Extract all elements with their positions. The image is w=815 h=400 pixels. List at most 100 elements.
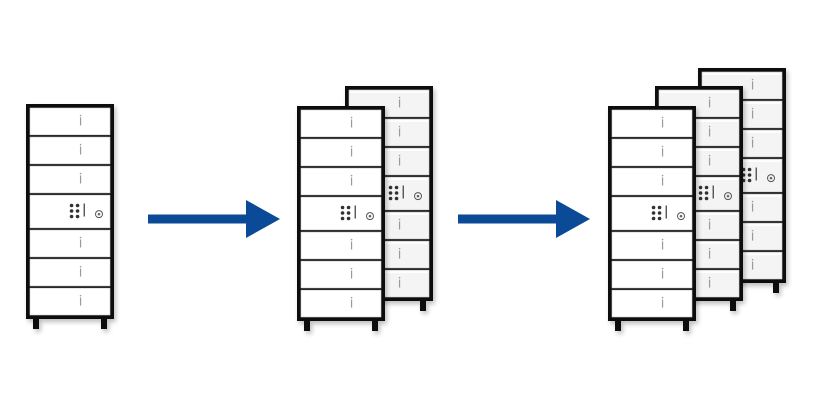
status-led-icon [747, 167, 752, 172]
battery-module [611, 109, 693, 138]
control-module [611, 196, 693, 231]
module-handle-icon [708, 250, 711, 259]
module-handle-icon [751, 139, 754, 148]
handle-icon [402, 185, 404, 199]
status-led-icon [75, 214, 80, 219]
stage-2 [297, 86, 433, 331]
status-led-icon [394, 196, 399, 201]
cabinet-foot [33, 317, 39, 329]
stage-1 [26, 104, 114, 329]
module-handle-icon [350, 241, 353, 250]
module-handle-icon [350, 119, 353, 128]
module-handle-icon [398, 99, 401, 108]
status-led-icon [69, 214, 74, 219]
status-led-icon [388, 196, 393, 201]
status-led-icon [704, 185, 709, 190]
status-led-icon [388, 191, 393, 195]
power-button-icon [677, 212, 685, 221]
status-led-icon [747, 173, 752, 177]
handle-icon [712, 185, 714, 199]
status-led-icon [651, 205, 656, 210]
status-led-icon [698, 185, 703, 190]
module-handle-icon [350, 270, 353, 279]
module-handle-icon [79, 239, 82, 248]
cabinet-foot [101, 317, 107, 329]
status-led-icon [69, 209, 74, 213]
module-handle-icon [661, 299, 664, 308]
battery-module [29, 258, 111, 287]
status-led-icon [69, 203, 74, 208]
battery-module [29, 229, 111, 258]
control-module [29, 194, 111, 229]
status-led-icon [704, 196, 709, 201]
module-handle-icon [79, 297, 82, 306]
battery-module [29, 287, 111, 316]
power-button-icon [366, 212, 374, 221]
module-handle-icon [751, 110, 754, 119]
arrow-right-icon [148, 200, 280, 238]
module-handle-icon [79, 268, 82, 277]
power-button-icon [767, 174, 775, 183]
status-led-icon [394, 185, 399, 190]
status-led-icon [747, 178, 752, 183]
battery-module [300, 138, 382, 167]
arrow-right-icon [458, 200, 590, 238]
battery-module [611, 138, 693, 167]
module-handle-icon [350, 299, 353, 308]
status-led-icon [657, 211, 662, 215]
status-led-icon [651, 216, 656, 221]
battery-module [300, 260, 382, 289]
battery-module [29, 107, 111, 136]
status-led-icon [388, 185, 393, 190]
status-led-icon [704, 191, 709, 195]
status-led-icon [75, 203, 80, 208]
module-handle-icon [751, 203, 754, 212]
cabinet-foot [683, 319, 689, 331]
status-led-icon [657, 205, 662, 210]
battery-module [29, 165, 111, 194]
module-handle-icon [661, 270, 664, 279]
stage-3 [608, 68, 786, 331]
module-handle-icon [79, 175, 82, 184]
status-led-icon [698, 196, 703, 201]
module-handle-icon [398, 279, 401, 288]
battery-module [300, 167, 382, 196]
handle-icon [83, 203, 85, 217]
status-led-icon [394, 191, 399, 195]
cabinet-foot [730, 299, 736, 311]
power-button-icon [414, 192, 422, 201]
cabinet [26, 104, 114, 329]
module-handle-icon [398, 157, 401, 166]
handle-icon [354, 205, 356, 219]
module-handle-icon [398, 128, 401, 137]
power-button-icon [95, 210, 103, 219]
module-handle-icon [661, 119, 664, 128]
cabinet-foot [615, 319, 621, 331]
module-handle-icon [708, 99, 711, 108]
arrow-2 [458, 200, 590, 238]
module-handle-icon [708, 279, 711, 288]
status-led-icon [346, 205, 351, 210]
module-handle-icon [350, 177, 353, 186]
status-led-icon [340, 216, 345, 221]
battery-module [300, 109, 382, 138]
module-handle-icon [751, 232, 754, 241]
handle-icon [755, 167, 757, 181]
status-led-icon [346, 216, 351, 221]
module-handle-icon [751, 81, 754, 90]
module-handle-icon [708, 221, 711, 230]
module-handle-icon [661, 148, 664, 157]
control-module [300, 196, 382, 231]
cabinet-foot [372, 319, 378, 331]
module-handle-icon [661, 241, 664, 250]
status-led-icon [651, 211, 656, 215]
module-handle-icon [661, 177, 664, 186]
arrow-1 [148, 200, 280, 238]
battery-module [300, 231, 382, 260]
module-handle-icon [751, 261, 754, 270]
module-handle-icon [79, 117, 82, 126]
status-led-icon [698, 191, 703, 195]
battery-module [300, 289, 382, 318]
power-button-icon [724, 192, 732, 201]
status-led-icon [346, 211, 351, 215]
